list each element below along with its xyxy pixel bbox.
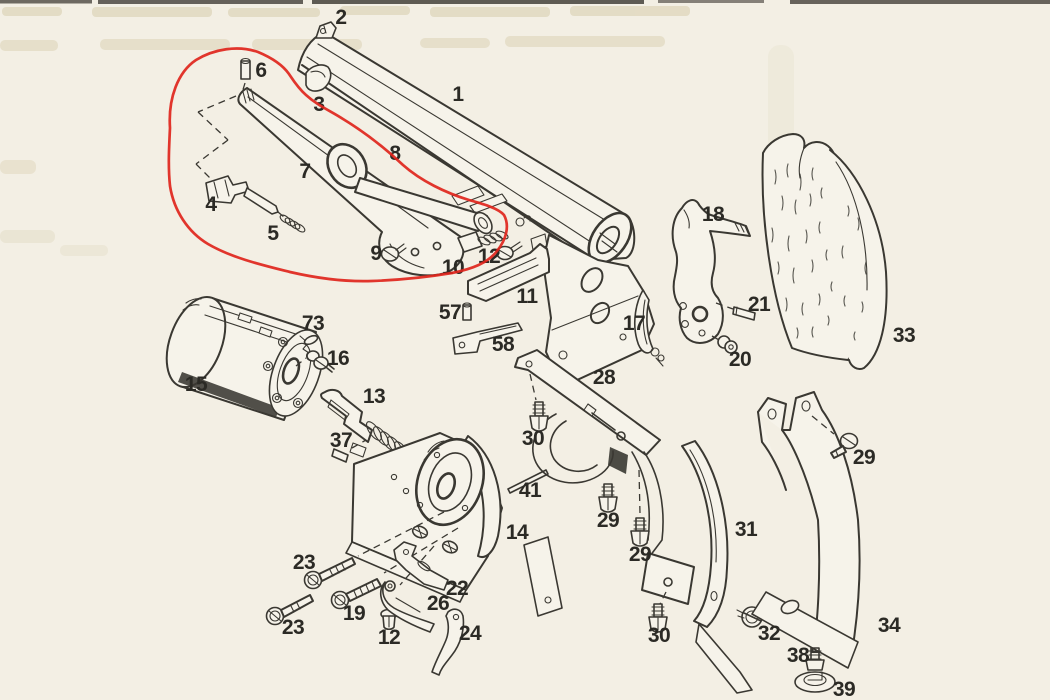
part-37-pin <box>331 439 367 463</box>
part-label-31: 31 <box>735 518 758 541</box>
part-24-trigger <box>431 608 465 676</box>
bleed-through-text-row <box>2 6 690 17</box>
part-label-26: 26 <box>427 592 449 615</box>
part-8-plunger <box>326 142 493 235</box>
part-label-58: 58 <box>492 333 515 356</box>
part-label-30: 30 <box>648 624 670 647</box>
part-label-23: 23 <box>282 616 304 639</box>
part-label-7: 7 <box>299 160 310 183</box>
part-22-sear <box>393 541 449 591</box>
part-label-13: 13 <box>363 385 385 408</box>
part-label-33: 33 <box>893 324 915 347</box>
part-label-6: 6 <box>255 59 266 82</box>
part-57-pin <box>462 302 472 321</box>
part-12-upper-screw <box>496 241 523 261</box>
red-annotation-loop <box>167 47 509 283</box>
part-label-8: 8 <box>389 142 401 165</box>
part-39-washer <box>794 671 836 693</box>
part-label-15: 15 <box>185 373 208 396</box>
part-9-screw <box>380 243 407 262</box>
part-23-screw-lower <box>265 594 314 626</box>
part-6-pin <box>240 57 251 94</box>
part-label-28: 28 <box>593 366 616 389</box>
part-1-key-slots <box>451 185 532 227</box>
part-16-nipple <box>295 350 335 373</box>
part-label-29: 29 <box>597 509 619 532</box>
part-73-pin <box>303 334 319 346</box>
part-17-hand <box>634 289 665 367</box>
part-label-29: 29 <box>629 543 651 566</box>
part-label-37: 37 <box>330 429 352 452</box>
part-33-grip <box>761 133 888 370</box>
assembly-dash-lines <box>195 95 237 181</box>
part-18-hammer <box>671 199 751 344</box>
part-label-14: 14 <box>506 521 529 544</box>
part-label-11: 11 <box>516 285 538 308</box>
part-label-32: 32 <box>758 622 780 645</box>
part-label-9: 9 <box>370 242 381 265</box>
part-label-41: 41 <box>519 479 542 502</box>
part-58-lever <box>452 322 523 355</box>
part-21-pin <box>715 302 756 321</box>
part-14-frame <box>345 432 563 617</box>
part-label-24: 24 <box>459 622 482 645</box>
part-30-screw-lower <box>648 603 668 633</box>
part-label-38: 38 <box>787 644 810 667</box>
part-11-wedge <box>467 243 550 302</box>
part-label-19: 19 <box>343 602 365 625</box>
part-label-22: 22 <box>446 577 468 600</box>
part-28-trigger-guard <box>514 349 695 605</box>
part-38-screw <box>805 647 825 671</box>
part-label-16: 16 <box>327 347 349 370</box>
part-label-10: 10 <box>442 256 464 279</box>
part-label-17: 17 <box>623 312 645 335</box>
part-2-rear-sight <box>315 21 337 39</box>
part-label-21: 21 <box>748 293 771 316</box>
part-23-screw-upper <box>303 557 356 590</box>
part-label-4: 4 <box>205 193 217 216</box>
part-label-39: 39 <box>833 678 855 700</box>
part-26-bolt <box>379 580 435 633</box>
part-label-5: 5 <box>267 222 279 245</box>
part-label-57: 57 <box>439 301 461 324</box>
part-label-20: 20 <box>729 348 751 371</box>
part-label-1: 1 <box>452 83 464 106</box>
part-label-18: 18 <box>702 203 725 226</box>
part-41-pin <box>507 469 549 494</box>
part-31-front-strap <box>681 440 753 694</box>
part-label-30: 30 <box>522 427 544 450</box>
part-29-screw-a <box>598 483 618 513</box>
part-label-34: 34 <box>878 614 901 637</box>
part-19-screw <box>330 578 382 610</box>
part-1-barrel <box>297 21 655 388</box>
part-label-29: 29 <box>853 446 875 469</box>
part-4-latch <box>205 175 285 218</box>
part-5-spring <box>279 214 306 233</box>
part-label-23: 23 <box>293 551 315 574</box>
part-label-12: 12 <box>378 626 400 649</box>
part-3-stud <box>305 64 332 92</box>
part-29-screw-b <box>630 517 650 547</box>
part-label-73: 73 <box>302 312 324 335</box>
part-20-roller <box>711 335 738 354</box>
part-label-2: 2 <box>335 6 346 29</box>
part-30-screw-upper <box>529 401 549 432</box>
part-29-screw-c <box>830 432 859 459</box>
part-10-latch-catch <box>457 230 509 253</box>
